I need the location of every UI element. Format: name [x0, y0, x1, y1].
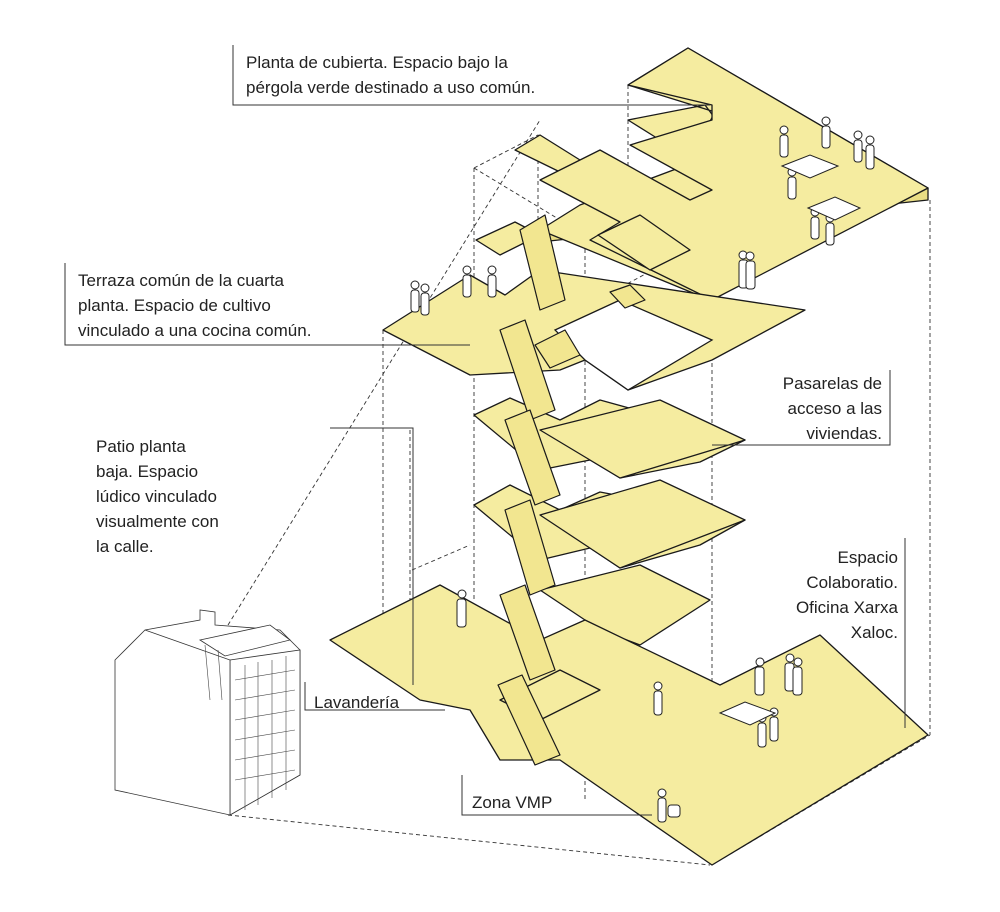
people-figures: [410, 116, 875, 823]
label-fourth-floor-terrace: Terraza común de la cuarta planta. Espac…: [78, 271, 312, 340]
label-ground-patio: Patio planta baja. Espacio lúdico vincul…: [96, 437, 219, 556]
table-icon: [718, 701, 777, 726]
label-roof-plan: Planta de cubierta. Espacio bajo la pérg…: [246, 53, 536, 97]
person-icon: [487, 265, 497, 298]
table-icon: [806, 196, 862, 221]
person-icon: [410, 280, 420, 313]
label-walkways: Pasarelas de acceso a las viviendas.: [782, 374, 882, 443]
label-laundry: Lavandería: [314, 693, 400, 712]
person-icon: [787, 167, 797, 200]
person-icon: [779, 125, 789, 158]
person-icon: [821, 116, 831, 149]
table-icon: [780, 154, 840, 179]
person-icon: [853, 130, 863, 163]
person-icon: [810, 207, 820, 240]
person-icon: [792, 657, 803, 696]
person-icon: [420, 283, 430, 316]
stair-flights: [497, 214, 646, 766]
person-icon: [745, 251, 756, 290]
roof-floor-plate: [514, 47, 929, 301]
person-icon: [462, 265, 472, 298]
label-vmp-zone: Zona VMP: [472, 793, 553, 812]
person-icon: [865, 135, 875, 170]
building-perspective: [114, 609, 301, 816]
person-icon: [657, 788, 681, 823]
leader-lines: [64, 45, 906, 816]
person-icon: [754, 657, 765, 696]
person-icon: [653, 681, 663, 716]
label-coworking-space: Espacio Colaboratio. Oficina Xarxa Xaloc…: [795, 548, 898, 642]
person-icon: [456, 589, 467, 628]
